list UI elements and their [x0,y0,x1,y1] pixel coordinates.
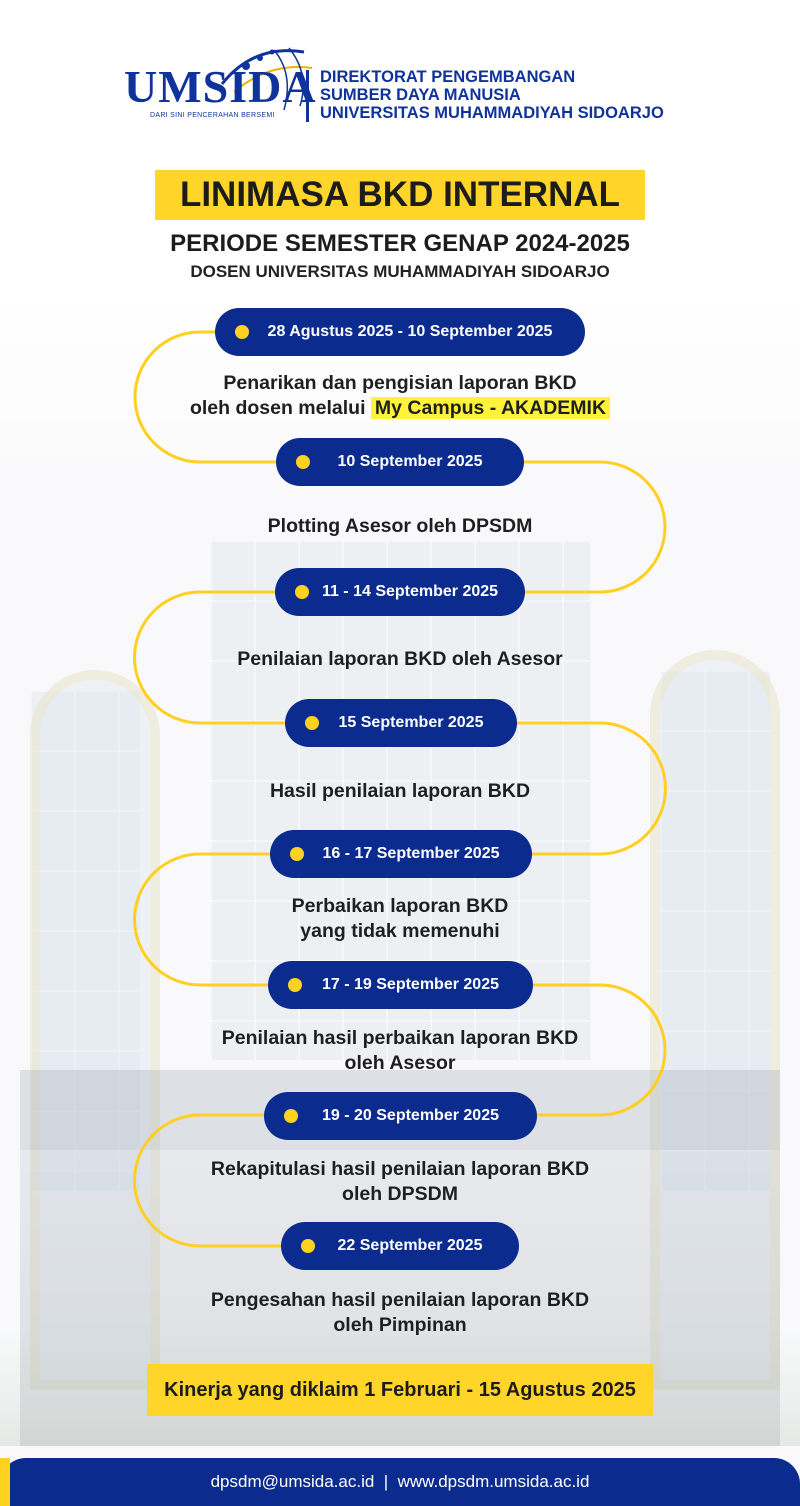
audience-subtitle: DOSEN UNIVERSITAS MUHAMMADIYAH SIDOARJO [190,262,610,281]
footer-bar [0,1458,800,1506]
bullet-dot-icon [290,847,304,861]
period-subtitle: PERIODE SEMESTER GENAP 2024-2025 [170,230,630,257]
timeline-description-4: Hasil penilaian laporan BKD [269,780,531,802]
bullet-dot-icon [305,716,319,730]
claim-highlight [147,1364,653,1416]
bullet-dot-icon [295,585,309,599]
claim-period-text: Kinerja yang diklaim 1 Februari - 15 Agu… [164,1379,636,1401]
timeline-description-5: Perbaikan laporan BKD yang tidak memenuh… [291,895,509,942]
footer-accent [0,1458,10,1506]
my-campus-highlight: My Campus - AKADEMIK [370,397,611,419]
timeline-date-pill-3: 11 - 14 September 2025 [275,568,525,616]
logo-swoosh-icon [220,47,313,111]
bullet-dot-icon [288,978,302,992]
timeline-date-pill-2: 10 September 2025 [276,438,524,486]
timeline-description-1: Penarikan dan pengisian laporan BKD oleh… [0,371,800,421]
timeline-date-pill-4: 15 September 2025 [285,699,517,747]
timeline-description-2: Plotting Asesor oleh DPSDM [267,515,533,537]
bullet-dot-icon [301,1239,315,1253]
title-highlight [155,170,645,220]
timeline-date-pill-7: 19 - 20 September 2025 [264,1092,537,1140]
header-divider [306,70,309,122]
timeline-description-8: Pengesahan hasil penilaian laporan BKD o… [210,1289,590,1336]
timeline-description-6: Penilaian hasil perbaikan laporan BKD ol… [221,1027,579,1074]
bullet-dot-icon [235,325,249,339]
timeline-date-pill-8: 22 September 2025 [281,1222,519,1270]
bullet-dot-icon [284,1109,298,1123]
timeline-date-pill-6: 17 - 19 September 2025 [268,961,533,1009]
bullet-dot-icon [296,455,310,469]
umsida-logo: UMSIDA DARI SINI PENCERAHAN BERSEMI [124,47,316,128]
page-title: LINIMASA BKD INTERNAL [179,175,621,214]
timeline-description-7: Rekapitulasi hasil penilaian laporan BKD… [210,1158,590,1205]
timeline-date-pill-5: 16 - 17 September 2025 [270,830,532,878]
footer-contact: dpsdm@umsida.ac.id | www.dpsdm.umsida.ac… [210,1472,590,1491]
timeline-description-3: Penilaian laporan BKD oleh Asesor [237,648,563,670]
logo-wordmark: UMSIDA [124,61,317,112]
organization-name: DIREKTORAT PENGEMBANGAN SUMBER DAYA MANU… [320,68,664,122]
timeline-date-pill-1: 28 Agustus 2025 - 10 September 2025 [215,308,585,356]
logo-tagline: DARI SINI PENCERAHAN BERSEMI [150,112,275,119]
